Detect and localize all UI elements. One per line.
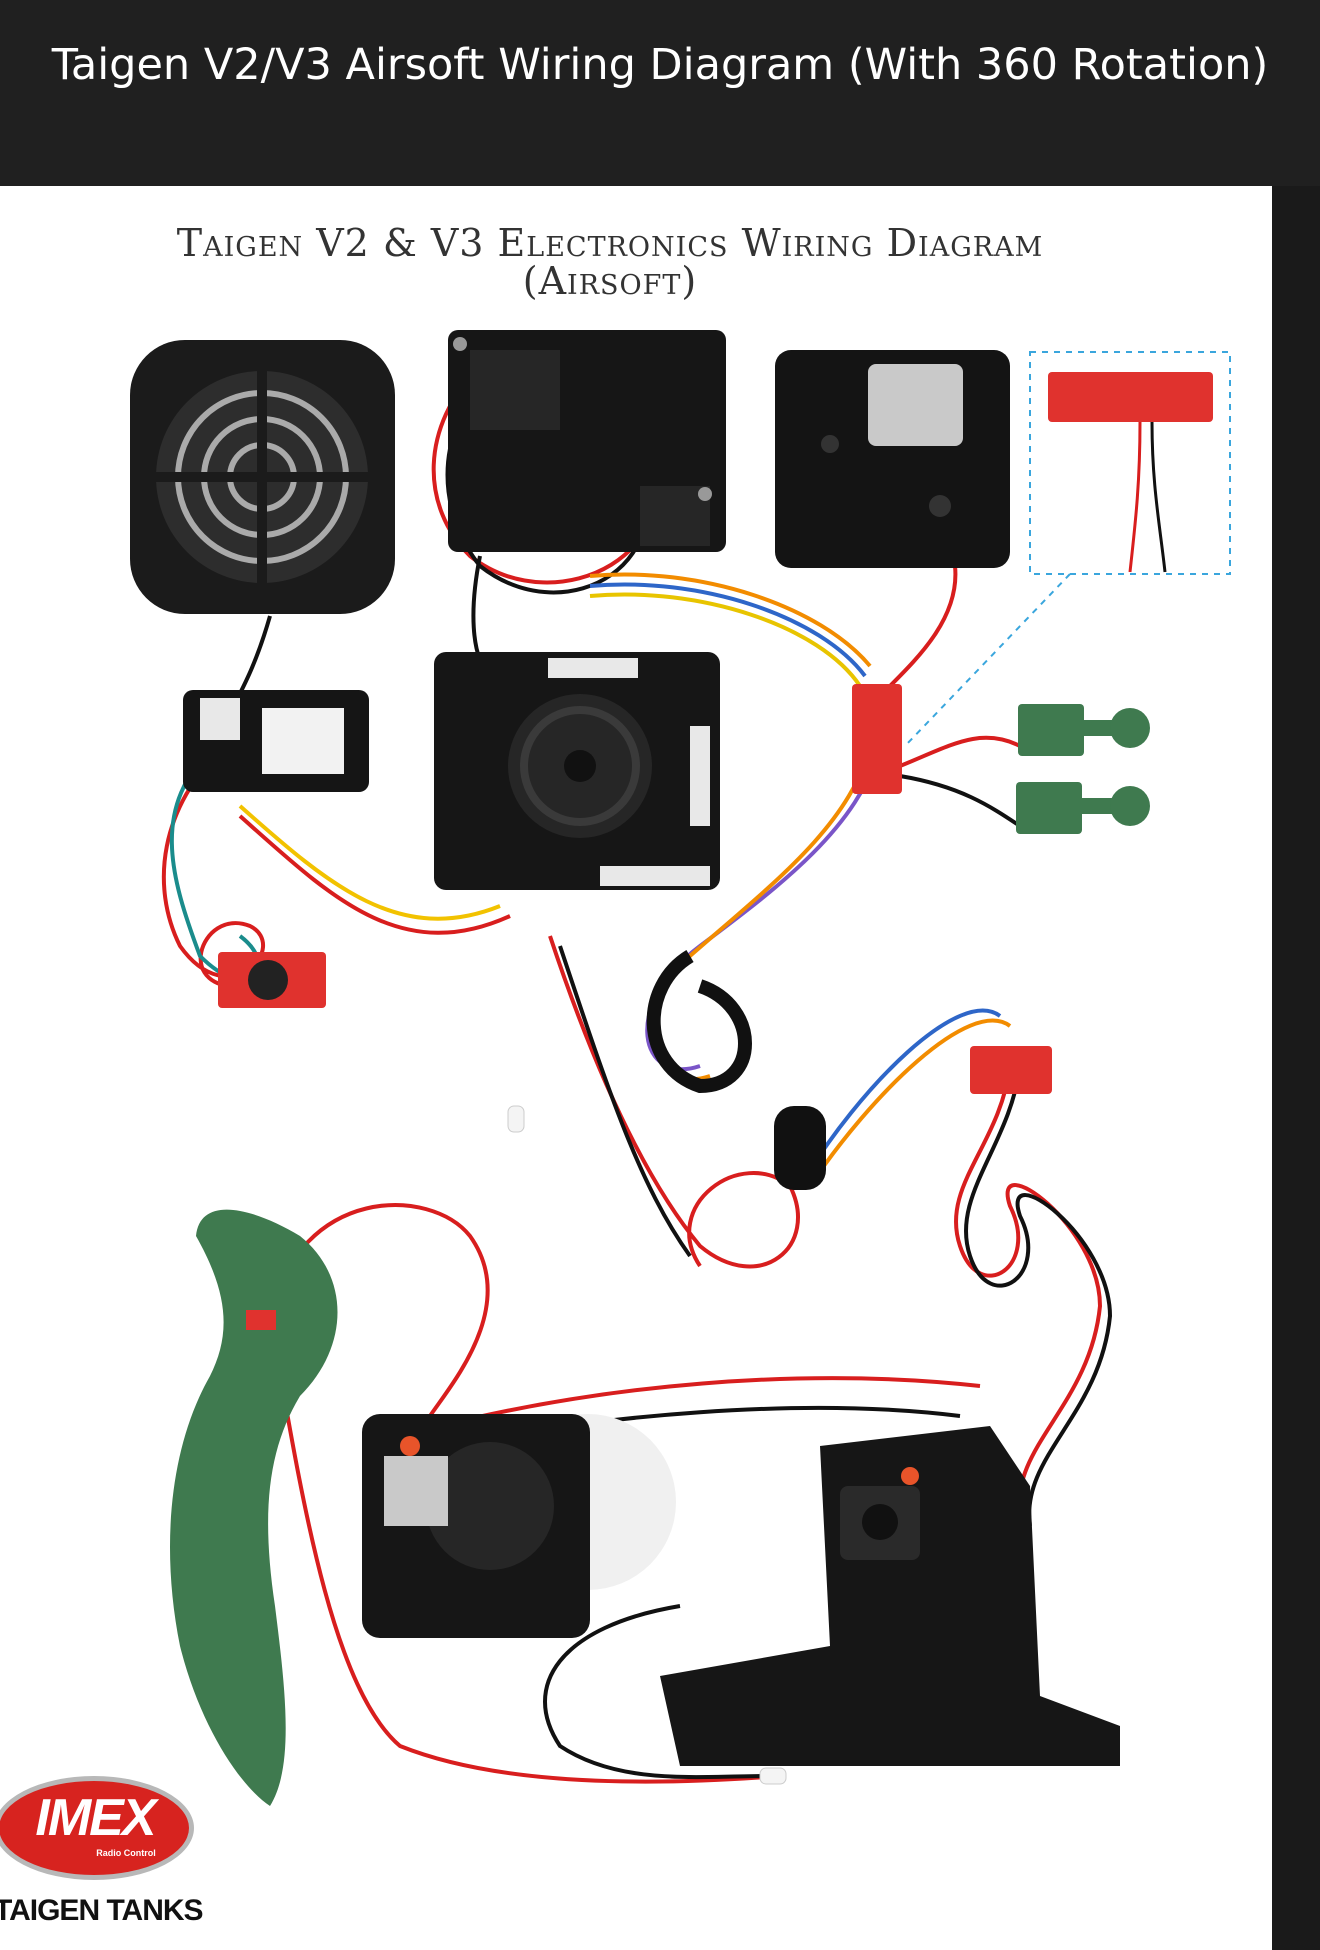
logo-brand-sub: Radio Control xyxy=(96,1848,156,1858)
led-wire-1 xyxy=(899,735,1021,768)
slip-ring xyxy=(774,1106,826,1190)
page-header: Taigen V2/V3 Airsoft Wiring Diagram (Wit… xyxy=(0,0,1320,186)
page-title: Taigen V2/V3 Airsoft Wiring Diagram (Wit… xyxy=(51,40,1269,90)
right-edge-strip xyxy=(1272,186,1320,1950)
speaker xyxy=(130,340,395,614)
ribbon-blue xyxy=(589,582,867,678)
motor-wire xyxy=(888,565,958,688)
slip-ring-coil xyxy=(646,950,752,1094)
elevation-gearbox xyxy=(775,350,1010,568)
volume-pcb xyxy=(218,952,326,1008)
hull-wire-red xyxy=(268,1315,781,1784)
logo-brand: IMEX xyxy=(35,1789,156,1847)
rotation-gearbox xyxy=(362,1414,676,1638)
diagram-title-line1: Taigen V2 & V3 Electronics Wiring Diagra… xyxy=(176,221,1044,265)
muzzle-flash-led xyxy=(507,1105,787,1785)
green-led-units xyxy=(1016,704,1150,834)
ribbon-orange xyxy=(589,572,872,668)
lower-loop-red xyxy=(548,935,800,1269)
cam-arm xyxy=(170,1209,338,1806)
gearbox-wire-red xyxy=(439,1376,981,1428)
airsoft-gearbox xyxy=(660,1426,1120,1766)
yellow-wire xyxy=(238,804,501,921)
right-twisted-black xyxy=(963,1065,1113,1527)
turret-connector-pcb xyxy=(852,684,1052,1094)
red-signal-wire xyxy=(238,814,511,935)
imex-logo: IMEX Radio Control TAIGEN TANKS xyxy=(0,1776,220,1946)
cam-wire-red xyxy=(268,1203,490,1418)
wiring-diagram-image: Taigen V2 & V3 Electronics Wiring Diagra… xyxy=(0,186,1272,1950)
components-illustration xyxy=(130,330,1231,1806)
diagram-title-line2: (Airsoft) xyxy=(522,259,698,303)
ribbon-yellow xyxy=(589,592,862,688)
main-control-board xyxy=(434,652,720,890)
recoil-unit xyxy=(448,330,726,552)
led-wire-2 xyxy=(899,774,1022,828)
logo-tagline: TAIGEN TANKS xyxy=(0,1894,204,1927)
flash-wire xyxy=(543,1604,771,1780)
lower-loop-black xyxy=(558,945,692,1258)
right-twisted-red xyxy=(953,1065,1103,1517)
cam-arm-switch xyxy=(246,1310,276,1330)
receiver-module xyxy=(183,690,369,792)
logo-oval xyxy=(0,1776,194,1880)
led-board-zoom xyxy=(904,351,1231,747)
diagram-title: Taigen V2 & V3 Electronics Wiring Diagra… xyxy=(0,224,1220,300)
slip-ring-ribbon-2 xyxy=(808,1018,1012,1188)
